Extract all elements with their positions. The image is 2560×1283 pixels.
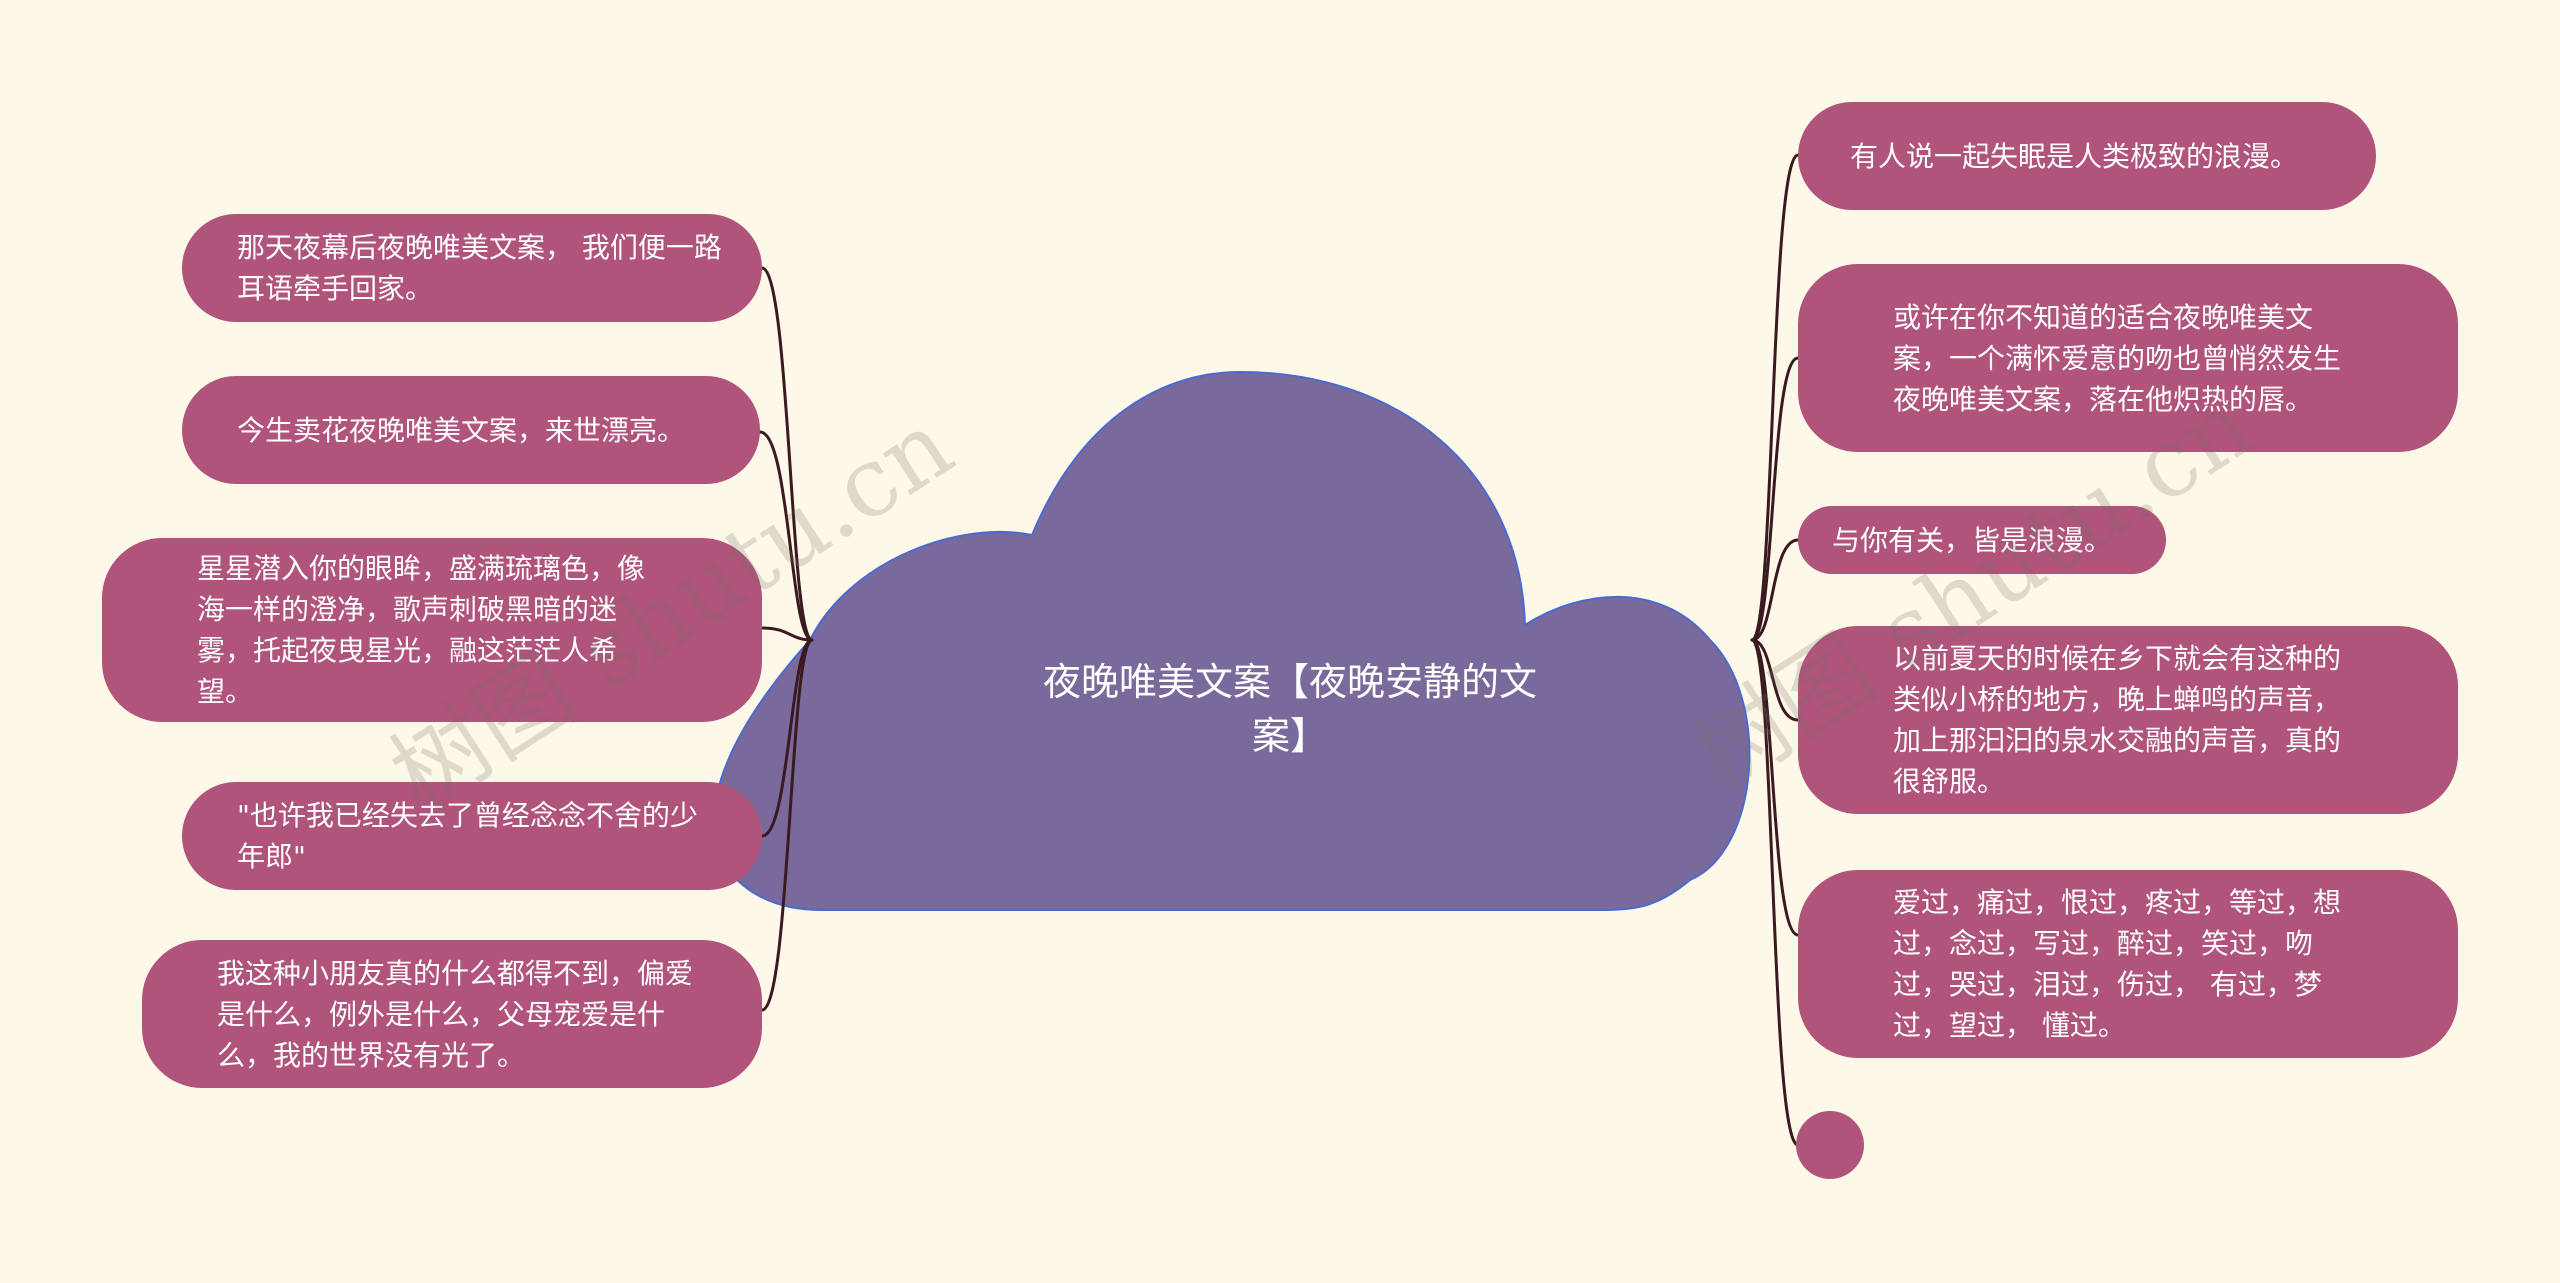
left-topic-5-text: 我这种小朋友真的什么都得不到，偏爱是什么，例外是什么，父母宠爱是什么，我的世界没… bbox=[217, 956, 694, 1072]
root-topic[interactable]: 夜晚唯美文案【夜晚安静的文案】 bbox=[1042, 660, 1537, 758]
root-cloud-shape bbox=[713, 370, 1751, 911]
right-topic-3-text: 与你有关，皆是浪漫。 bbox=[1832, 523, 2113, 557]
right-topic-4-text: 以前夏天的时候在乡下就会有这种的类似小桥的地方，晚上蝉鸣的声音，加上那汩汩的泉水… bbox=[1893, 642, 2342, 798]
left-topic-2-text: 今生卖花夜晚唯美文案，来世漂亮。 bbox=[237, 413, 686, 447]
right-topic-3[interactable]: 与你有关，皆是浪漫。 bbox=[1798, 506, 2166, 574]
left-topic-1-text: 那天夜幕后夜晚唯美文案， 我们便一路耳语牵手回家。 bbox=[237, 231, 722, 305]
right-topic-1-text: 有人说一起失眠是人类极致的浪漫。 bbox=[1850, 139, 2299, 173]
right-topic-6-empty[interactable] bbox=[1796, 1111, 1864, 1179]
right-topic-1[interactable]: 有人说一起失眠是人类极致的浪漫。 bbox=[1798, 102, 2376, 210]
left-topic-5[interactable]: 我这种小朋友真的什么都得不到，偏爱是什么，例外是什么，父母宠爱是什么，我的世界没… bbox=[142, 940, 762, 1088]
right-topic-5[interactable]: 爱过，痛过，恨过，疼过，等过，想过，念过，写过，醉过，笑过，吻过，哭过，泪过，伤… bbox=[1798, 870, 2458, 1058]
right-topic-2-text: 或许在你不知道的适合夜晚唯美文案，一个满怀爱意的吻也曾悄然发生夜晚唯美文案，落在… bbox=[1893, 300, 2342, 416]
left-topic-3-text: 星星潜入你的眼眸，盛满琉璃色，像海一样的澄净，歌声刺破黑暗的迷雾，托起夜曳星光，… bbox=[197, 552, 646, 708]
left-topic-4[interactable]: "也许我已经失去了曾经念念不舍的少年郎" bbox=[182, 782, 762, 890]
right-topic-2[interactable]: 或许在你不知道的适合夜晚唯美文案，一个满怀爱意的吻也曾悄然发生夜晚唯美文案，落在… bbox=[1798, 264, 2458, 452]
left-topic-3[interactable]: 星星潜入你的眼眸，盛满琉璃色，像海一样的澄净，歌声刺破黑暗的迷雾，托起夜曳星光，… bbox=[102, 538, 762, 722]
left-topic-2[interactable]: 今生卖花夜晚唯美文案，来世漂亮。 bbox=[182, 376, 760, 484]
left-topic-1[interactable]: 那天夜幕后夜晚唯美文案， 我们便一路耳语牵手回家。 bbox=[182, 214, 762, 322]
right-topic-5-text: 爱过，痛过，恨过，疼过，等过，想过，念过，写过，醉过，笑过，吻过，哭过，泪过，伤… bbox=[1893, 886, 2342, 1042]
right-topic-4[interactable]: 以前夏天的时候在乡下就会有这种的类似小桥的地方，晚上蝉鸣的声音，加上那汩汩的泉水… bbox=[1798, 626, 2458, 814]
left-topic-4-text: "也许我已经失去了曾经念念不舍的少年郎" bbox=[237, 799, 698, 873]
